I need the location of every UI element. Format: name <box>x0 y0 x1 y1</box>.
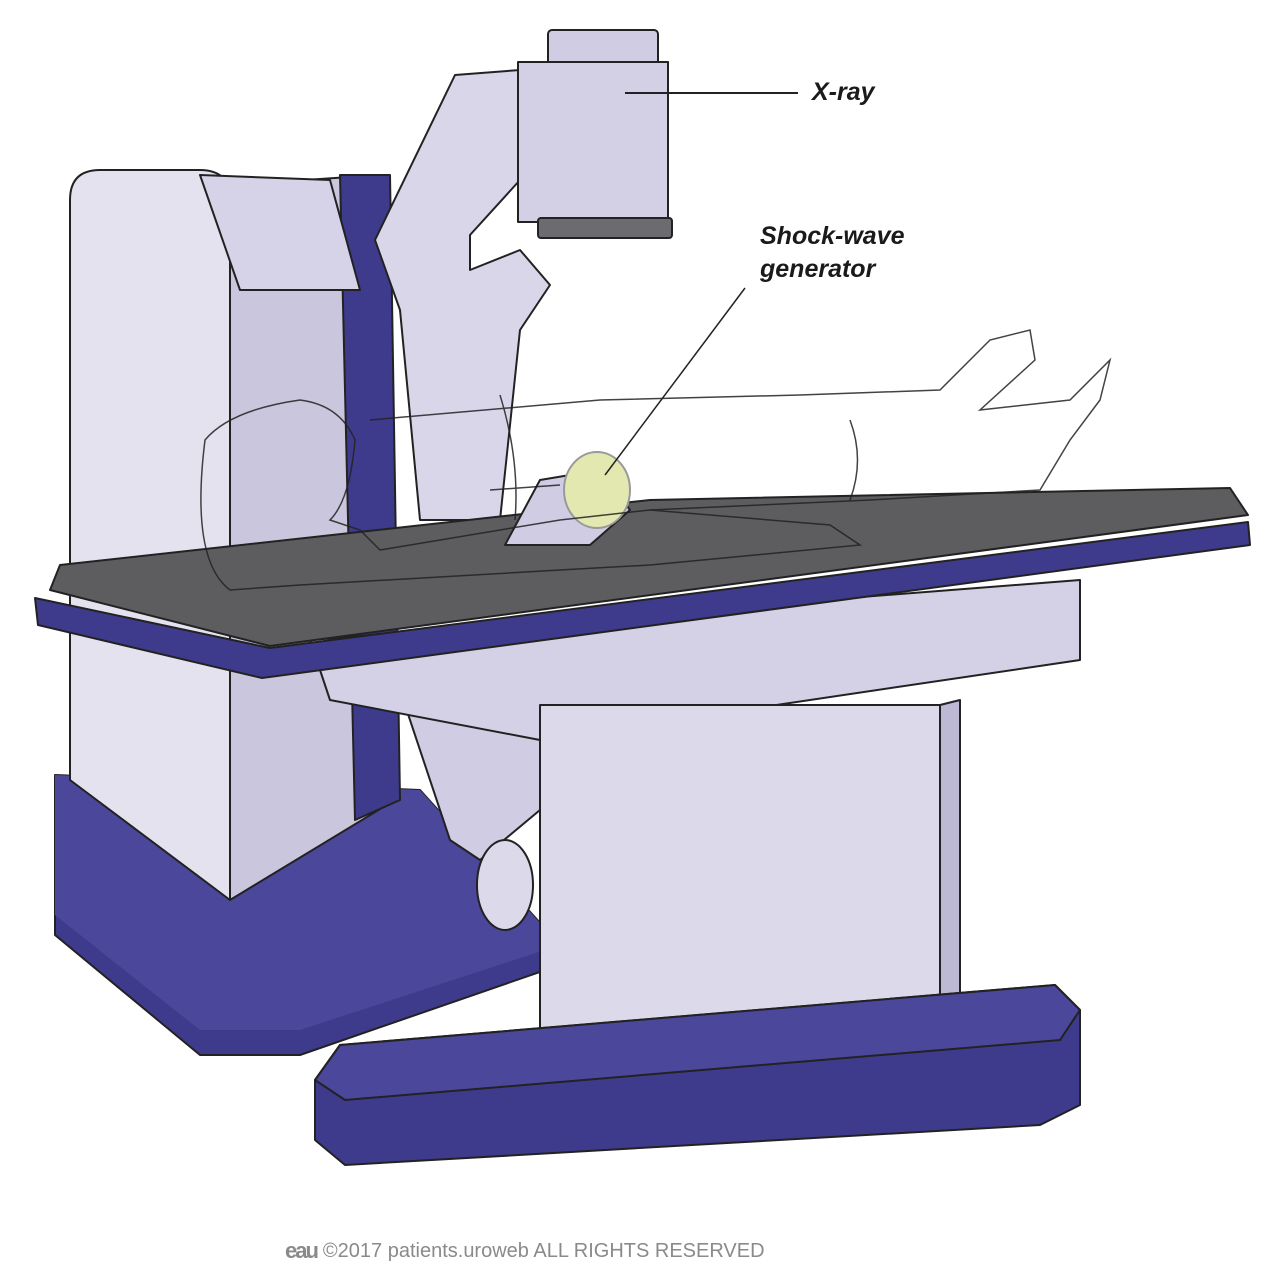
xray-label: X-ray <box>812 78 875 106</box>
patient-outline <box>200 329 1112 591</box>
copyright-footer: eau ©2017 patients.uroweb ALL RIGHTS RES… <box>285 1238 765 1264</box>
table-top <box>49 487 1249 647</box>
tower-front <box>69 169 231 901</box>
xray-bottom-ring <box>537 217 673 239</box>
shockwave-label: Shock-wave generator <box>760 220 905 286</box>
shockwave-generator <box>563 451 631 529</box>
shockwave-leader-line <box>604 287 746 476</box>
shockwave-label-line1: Shock-wave <box>760 222 905 250</box>
eau-logo: eau <box>285 1238 319 1263</box>
xray-cylinder <box>517 61 669 223</box>
copyright-text: ©2017 patients.uroweb ALL RIGHTS RESERVE… <box>322 1239 765 1262</box>
pedestal-top <box>309 579 1081 741</box>
table-edge <box>34 521 1251 679</box>
shockwave-label-line2: generator <box>760 255 876 283</box>
